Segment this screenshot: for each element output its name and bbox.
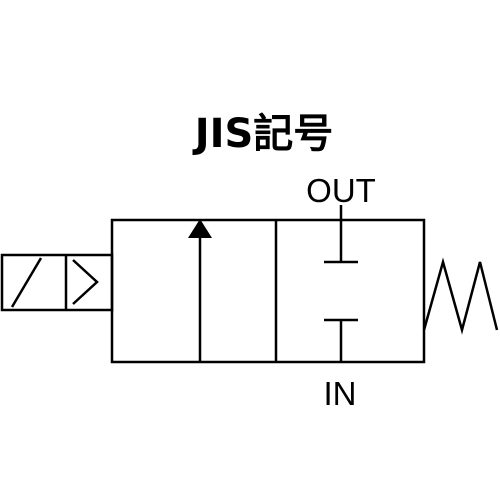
solenoid-chevron <box>72 259 99 305</box>
in-port-label: IN <box>324 375 357 412</box>
closed-position <box>324 205 358 362</box>
valve-outer-box <box>110 218 426 364</box>
diagram-title: JIS記号 <box>192 111 334 157</box>
valve-body <box>110 218 426 364</box>
solenoid-actuator-symbol <box>0 253 114 312</box>
flow-arrow-head-icon <box>188 219 212 238</box>
spring-return-symbol <box>422 257 499 335</box>
solenoid-coil-slash <box>10 257 43 308</box>
out-port-label: OUT <box>306 172 376 209</box>
